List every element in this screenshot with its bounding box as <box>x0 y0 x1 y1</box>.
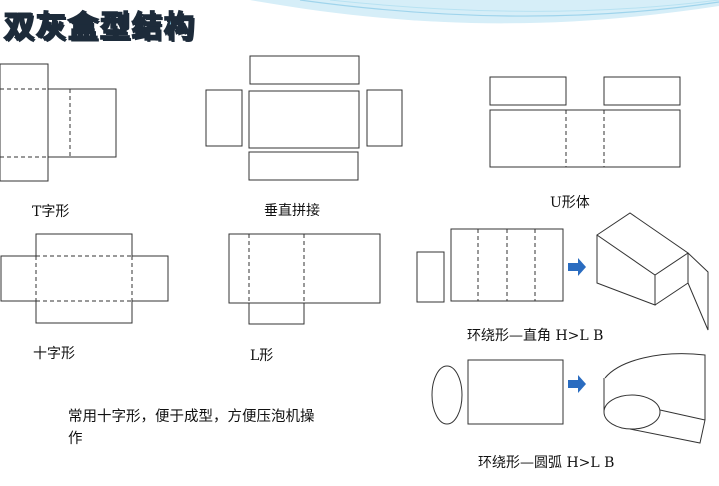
diagram-label-vertical-splice: 垂直拼接 <box>264 203 320 219</box>
usage-note: 常用十字形，便于成型，方便压泡机操作 <box>68 409 315 447</box>
l-shape-diagram <box>228 233 381 325</box>
slide-title: 双灰盒型结构 <box>3 9 196 46</box>
t-shape-diagram <box>0 63 117 182</box>
arrow-icon <box>568 258 586 393</box>
wrap-right-angle-diagram <box>416 212 709 331</box>
vertical-splice-diagram <box>205 55 403 181</box>
diagram-label-t-shape: T字形 <box>32 204 70 220</box>
header-wave-decoration <box>250 0 719 24</box>
diagram-label-u-shape: U形体 <box>550 195 590 211</box>
diagram-label-wrap-arc: 环绕形—圆弧 H>L B <box>478 455 615 471</box>
diagram-label-l-shape: L形 <box>250 348 274 364</box>
diagram-label-cross-shape: 十字形 <box>33 346 75 362</box>
diagram-label-wrap-right-angle: 环绕形—直角 H>L B <box>467 328 604 344</box>
wrap-arc-diagram <box>431 353 706 444</box>
cross-shape-diagram <box>0 233 169 324</box>
u-shape-diagram <box>489 76 681 168</box>
